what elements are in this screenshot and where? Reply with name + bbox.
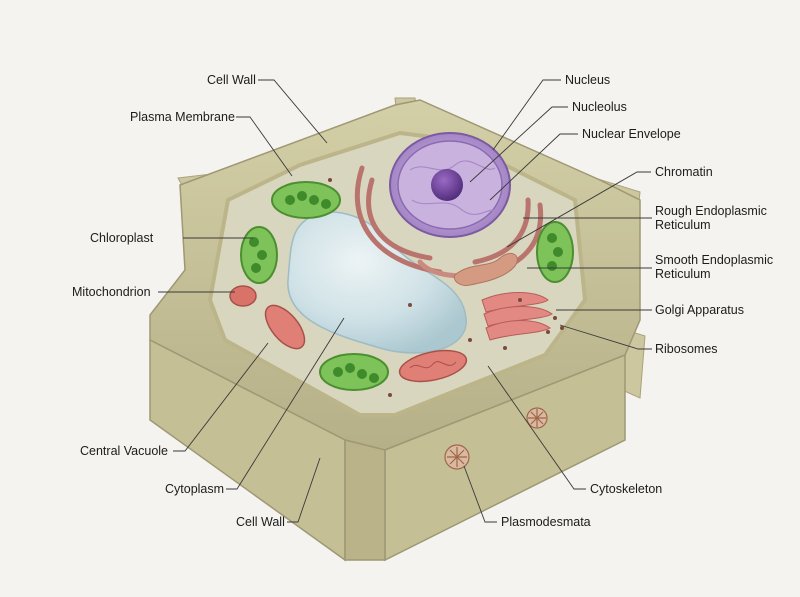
label-mitochondrion: Mitochondrion	[72, 285, 151, 299]
nucleolus	[431, 169, 463, 201]
rough-er	[354, 165, 544, 279]
label-central-vacuole: Central Vacuole	[80, 444, 169, 458]
label-cell-wall-top: Cell Wall	[207, 73, 256, 87]
mitochondria	[229, 285, 468, 383]
label-plasmodesmata: Plasmodesmata	[501, 515, 591, 529]
leader-lines	[158, 79, 652, 523]
label-chloroplast: Chloroplast	[90, 231, 154, 245]
label-smooth-er: Smooth Endoplasmic Reticulum	[655, 253, 774, 281]
golgi-apparatus	[481, 292, 553, 341]
label-cytoplasm: Cytoplasm	[165, 482, 225, 496]
label-nucleus: Nucleus	[565, 73, 611, 87]
smooth-er	[453, 253, 518, 286]
label-cytoskeleton: Cytoskeleton	[590, 482, 663, 496]
label-golgi-apparatus: Golgi Apparatus	[655, 303, 744, 317]
label-chromatin: Chromatin	[655, 165, 713, 179]
plasmodesmata	[444, 407, 548, 470]
label-nucleolus: Nucleolus	[572, 100, 627, 114]
label-ribosomes: Ribosomes	[655, 342, 718, 356]
ribosomes	[328, 178, 564, 397]
label-cell-wall-bottom: Cell Wall	[236, 515, 285, 529]
chloroplasts	[240, 181, 574, 391]
label-rough-er: Rough Endoplasmic Reticulum	[655, 204, 767, 232]
label-nuclear-envelope: Nuclear Envelope	[582, 127, 681, 141]
label-plasma-membrane: Plasma Membrane	[130, 110, 235, 124]
cell-wall-corner	[344, 439, 386, 561]
